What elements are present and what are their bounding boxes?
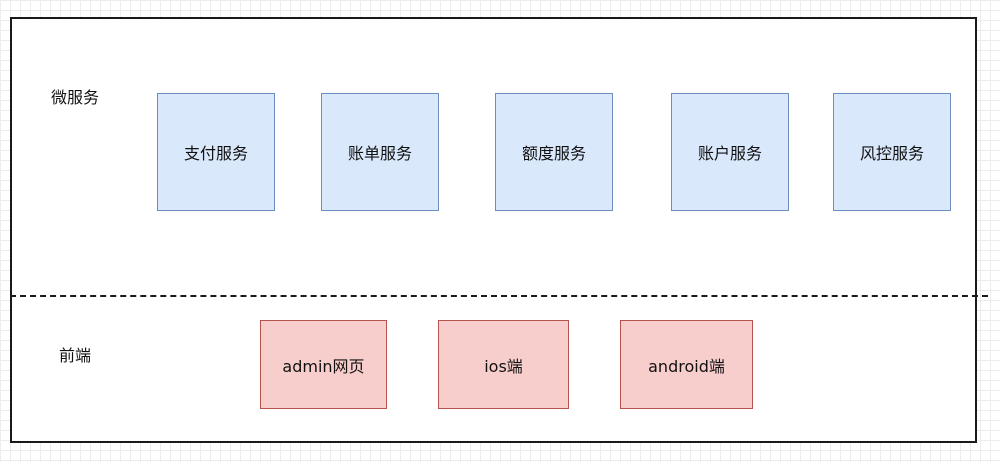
frontend-box-admin-web: admin网页 xyxy=(260,320,387,409)
frontend-layer-label: 前端 xyxy=(59,346,92,365)
frontend-box-android: android端 xyxy=(620,320,753,409)
service-box-payment: 支付服务 xyxy=(157,93,275,211)
layer-divider xyxy=(10,295,988,297)
service-box-account: 账户服务 xyxy=(671,93,789,211)
frontend-box-ios: ios端 xyxy=(438,320,569,409)
microservices-layer-label: 微服务 xyxy=(51,88,100,107)
service-box-quota: 额度服务 xyxy=(495,93,613,211)
service-box-billing: 账单服务 xyxy=(321,93,439,211)
service-box-risk-control: 风控服务 xyxy=(833,93,951,211)
